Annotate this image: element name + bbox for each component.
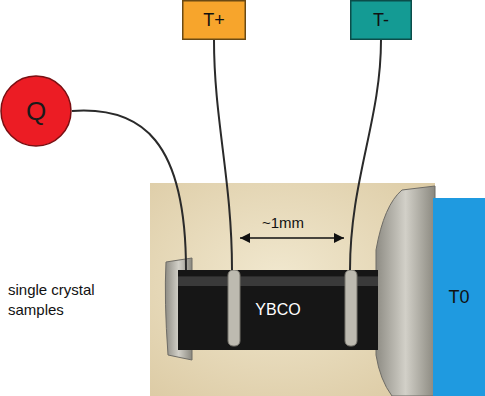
arrow-head [334, 233, 344, 243]
node-label: T- [373, 10, 389, 31]
dimension-line [240, 237, 344, 239]
node-label: T0 [448, 287, 469, 308]
heater-circle: Q [0, 75, 72, 147]
photo-ground [150, 183, 435, 396]
node-label: Q [26, 96, 46, 127]
thermometer-box: T- [350, 0, 412, 40]
wire [214, 40, 232, 270]
thermometer-box: T+ [182, 0, 246, 40]
bath-block: T0 [433, 198, 485, 396]
crystal-bar: YBCO [178, 270, 378, 350]
wire [72, 111, 186, 270]
node-label: T+ [203, 10, 225, 31]
node-label: YBCO [255, 301, 300, 319]
dimension-label: ~1mm [262, 213, 304, 233]
arrow-head [240, 233, 250, 243]
sample-note: single crystal samples [8, 280, 116, 319]
wire [350, 40, 381, 270]
silver-paint [376, 186, 435, 396]
